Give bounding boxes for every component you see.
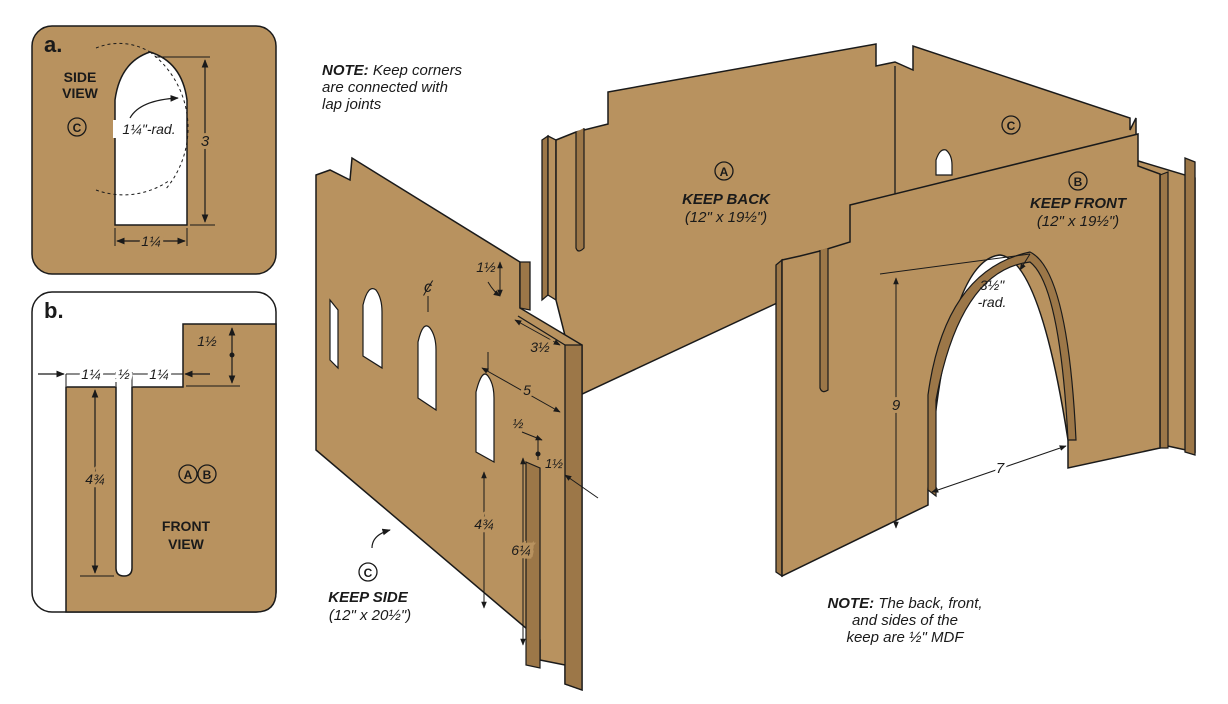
note-bottom-line3: keep are ½" MDF xyxy=(846,629,964,646)
side-view-height: 3 xyxy=(201,133,210,150)
keep-back-size: (12" x 19½") xyxy=(685,209,767,226)
keep-back-panel xyxy=(541,43,1137,397)
note-bottom-line1: The back, front, xyxy=(878,595,983,612)
note-top-line2: are connected with xyxy=(322,79,448,96)
keep-side-name: KEEP SIDE xyxy=(328,589,408,606)
side-view-width: 1¼ xyxy=(141,233,161,249)
front-part-a: A xyxy=(184,468,193,482)
arched-window-opening xyxy=(114,51,188,226)
detail-a-tag: a. xyxy=(44,32,62,57)
note-top-bold: NOTE: xyxy=(322,62,369,79)
dim-lap-offset: 5 xyxy=(523,382,531,398)
side-view-title-2: VIEW xyxy=(62,85,99,101)
front-dim-1: 1¼ xyxy=(81,366,101,382)
note-top-line1: Keep corners xyxy=(372,62,463,79)
dim-slot-offset: 1½ xyxy=(545,456,563,471)
note-bottom-line2: and sides of the xyxy=(852,612,958,629)
detail-b-front-view: b. 1¼ ½ 1¼ 1½ 4¾ A B FRONT VIEW xyxy=(31,291,277,613)
keep-front-part: B xyxy=(1074,175,1083,189)
note-bottom-bold: NOTE: xyxy=(827,595,875,612)
dim-arch-radius-2: -rad. xyxy=(978,294,1007,310)
front-part-b: B xyxy=(203,468,212,482)
dim-slot-width: ½ xyxy=(513,416,524,431)
front-dim-3: 1¼ xyxy=(149,366,169,382)
right-side-part: C xyxy=(1007,119,1016,133)
side-view-title-1: SIDE xyxy=(64,69,97,85)
keep-side-panel-left xyxy=(315,156,583,692)
side-view-part-label: C xyxy=(73,121,82,135)
dim-notch-depth: 1½ xyxy=(476,259,496,275)
front-view-title-1: FRONT xyxy=(162,518,211,534)
front-view-title-2: VIEW xyxy=(168,536,205,552)
note-lap-joints: NOTE: Keep corners are connected with la… xyxy=(322,62,462,113)
front-slot-depth: 4¾ xyxy=(85,471,105,487)
assembly-dimensions xyxy=(371,253,1067,646)
keep-front-size: (12" x 19½") xyxy=(1037,213,1119,230)
keep-back-part: A xyxy=(720,165,729,179)
note-top-line3: lap joints xyxy=(322,96,382,113)
dim-notch-width: 3½ xyxy=(530,339,550,355)
front-view-panel xyxy=(65,323,277,613)
note-mdf: NOTE: The back, front, and sides of the … xyxy=(800,595,1010,646)
centerline-symbol: ȼ xyxy=(422,279,434,296)
keep-side-part: C xyxy=(364,566,373,580)
keep-back-name: KEEP BACK xyxy=(682,191,771,208)
keep-front-panel xyxy=(775,133,1161,578)
keep-side-size: (12" x 20½") xyxy=(329,607,411,624)
dim-arch-height: 9 xyxy=(892,397,901,414)
dim-lap-length: 6¼ xyxy=(511,542,531,558)
front-dim-2: ½ xyxy=(118,366,130,382)
dim-arch-width: 7 xyxy=(996,460,1005,477)
assembly-labels: A KEEP BACK (12" x 19½") C B KEEP FRONT … xyxy=(328,115,1128,624)
front-dim-4: 1½ xyxy=(197,333,217,349)
dim-arch-radius-1: 3½" xyxy=(980,277,1005,293)
detail-a-side-view: a. SIDE VIEW C 1¼"-rad. 3 1¼ xyxy=(31,25,277,275)
side-view-radius: 1¼"-rad. xyxy=(122,121,175,137)
dim-slot-length: 4¾ xyxy=(474,516,494,532)
detail-b-tag: b. xyxy=(44,298,64,323)
keep-front-name: KEEP FRONT xyxy=(1030,195,1128,212)
